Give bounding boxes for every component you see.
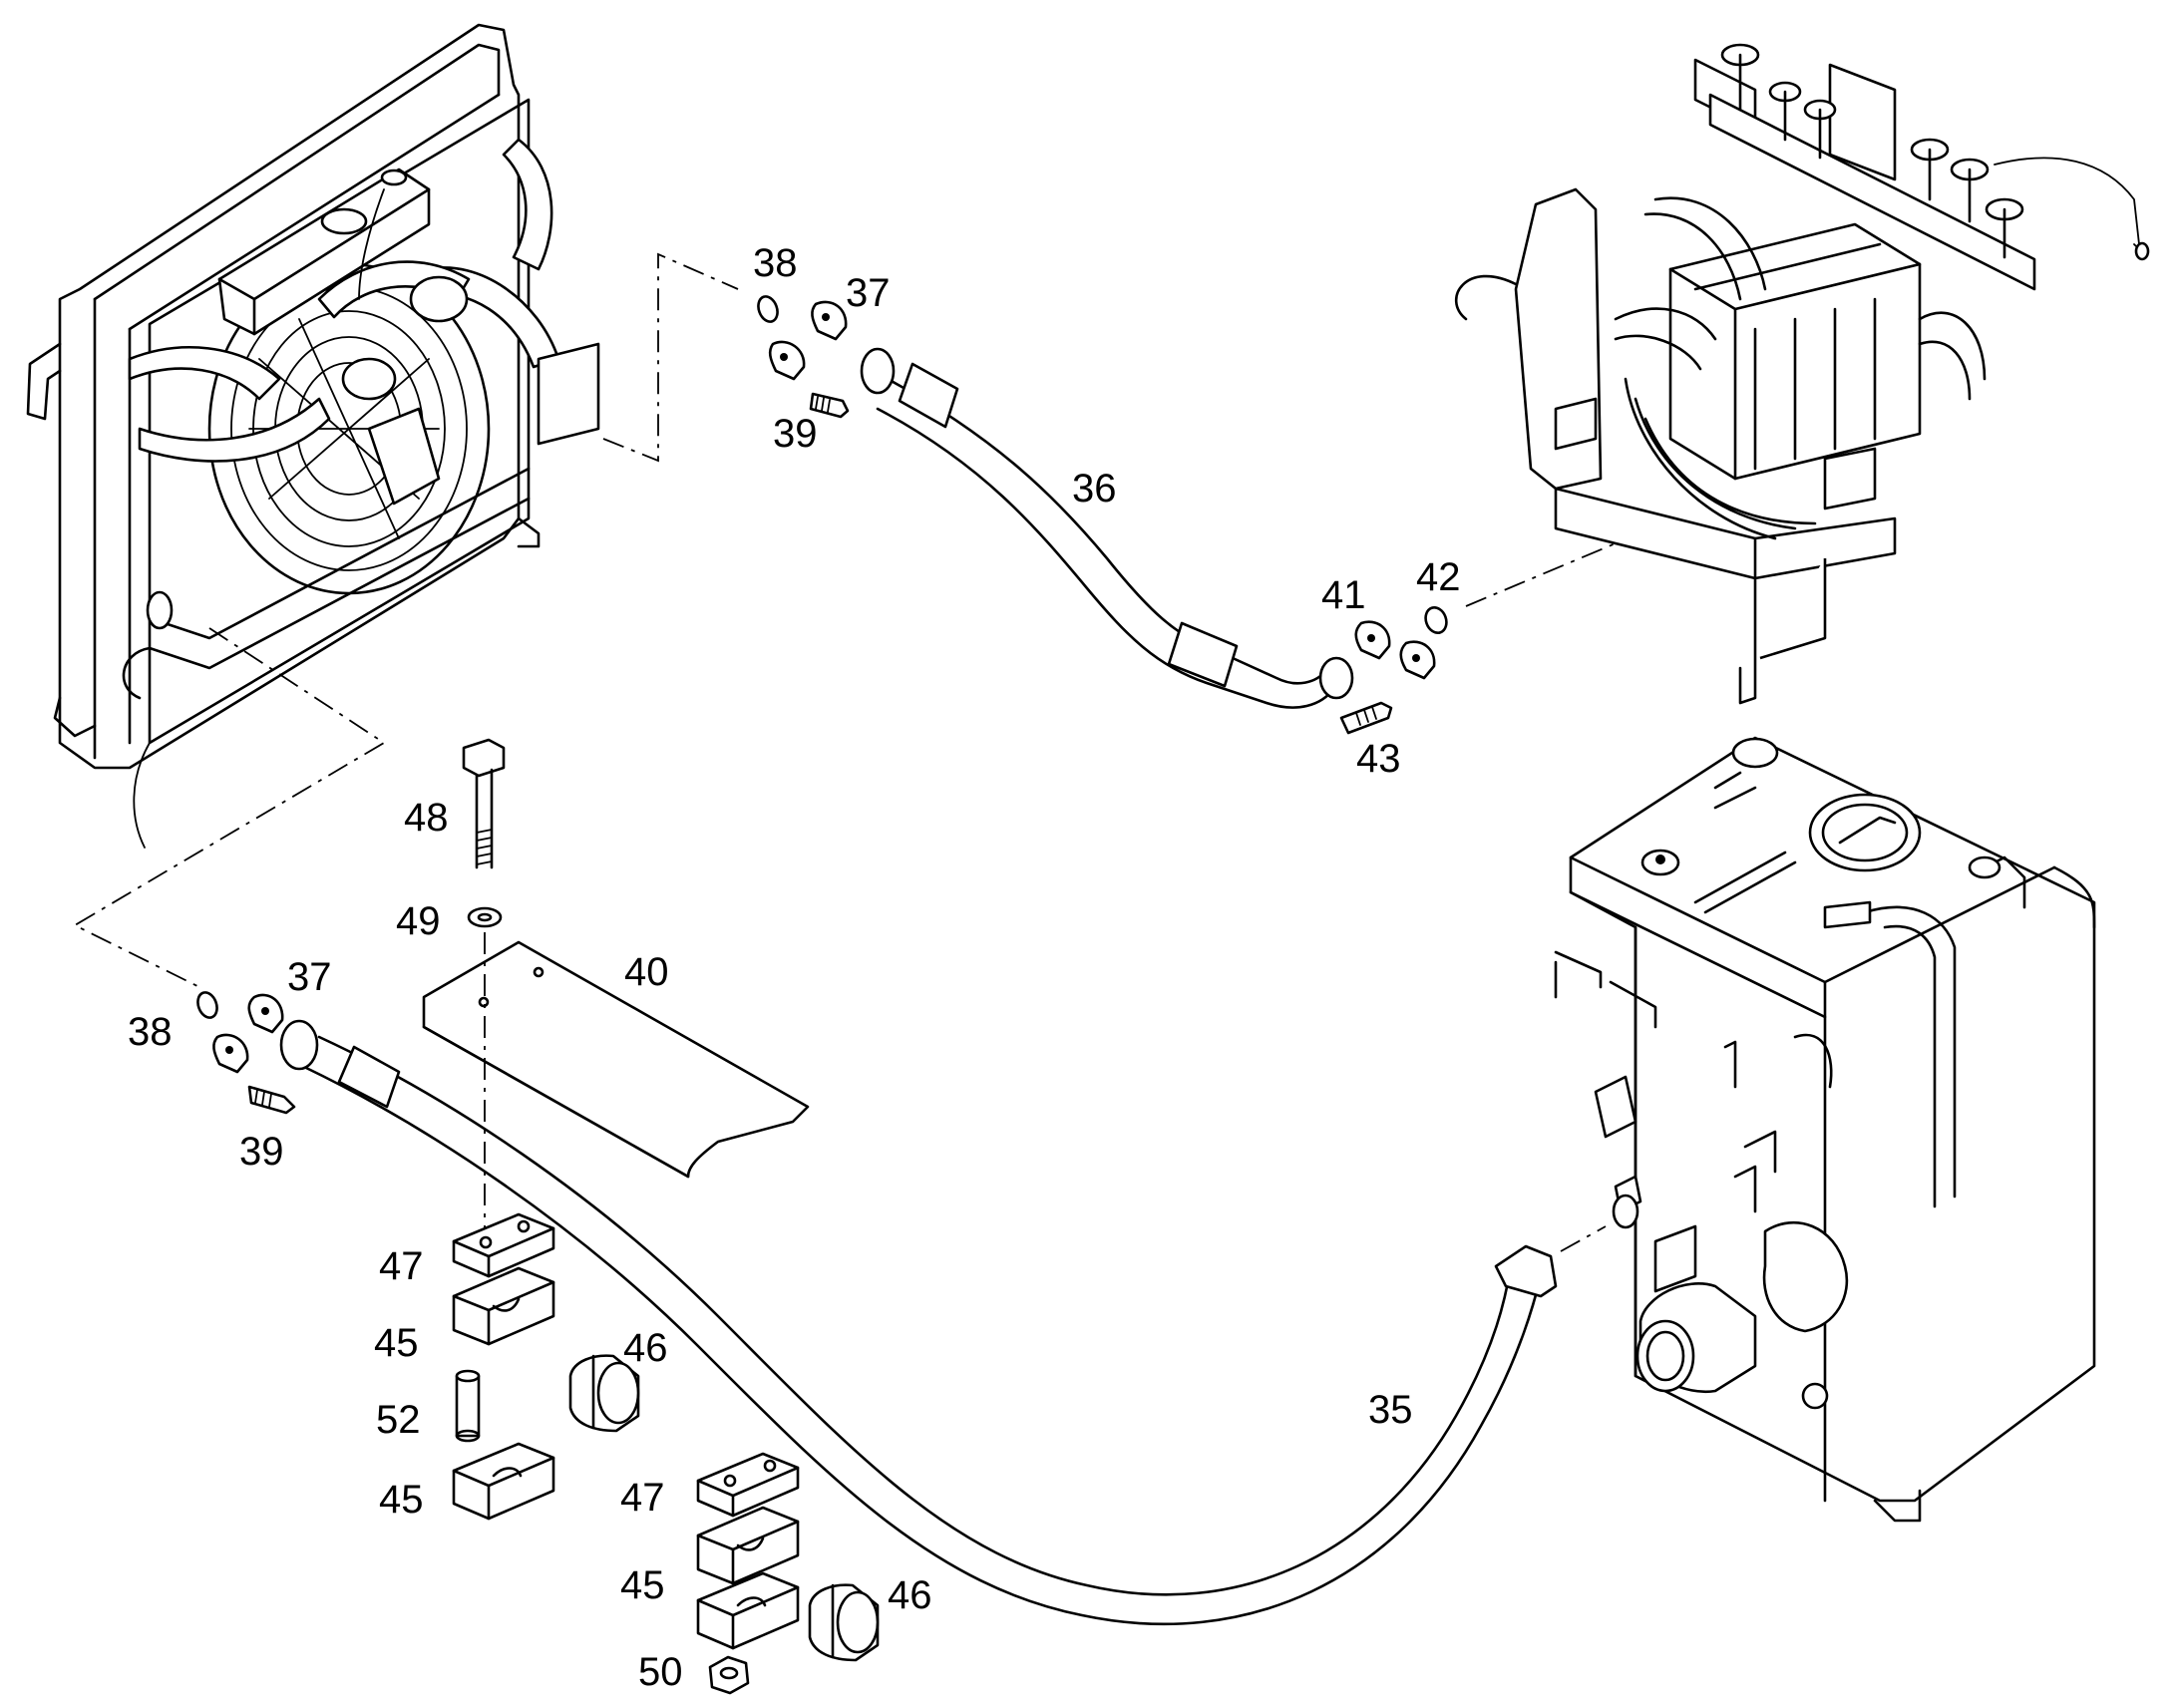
label-46a: 46	[623, 1326, 668, 1370]
label-47a: 47	[379, 1244, 424, 1288]
label-45c: 45	[620, 1563, 665, 1607]
bushing-46-left	[568, 1354, 640, 1433]
label-39b: 39	[239, 1130, 284, 1174]
clamp-half-45-lower-left	[452, 1442, 555, 1521]
bottom-hose-fitting-set	[196, 991, 296, 1115]
label-50: 50	[638, 1650, 683, 1694]
nut-50	[708, 1655, 750, 1695]
assembly-line-cooler-bottom	[73, 627, 386, 988]
label-36: 36	[1072, 467, 1117, 511]
label-40: 40	[624, 950, 669, 994]
label-52: 52	[376, 1398, 421, 1442]
bolt-48	[462, 738, 506, 869]
assembly-line-tank	[1560, 1225, 1607, 1252]
flange-half-37-top-upper	[811, 300, 848, 341]
label-37a: 37	[846, 271, 891, 315]
cover-plate-40	[422, 940, 810, 1179]
label-48: 48	[404, 796, 449, 840]
o-ring-38-bottom	[196, 991, 218, 1019]
clamp-half-45-lower-right	[696, 1571, 800, 1650]
o-ring-38-top	[757, 295, 779, 323]
label-38b: 38	[128, 1010, 173, 1054]
label-35: 35	[1368, 1388, 1413, 1432]
washer-49	[467, 906, 503, 928]
label-39a: 39	[773, 412, 818, 456]
label-38a: 38	[753, 241, 798, 285]
o-ring-42	[1424, 606, 1448, 634]
assembly-line-valve	[1465, 542, 1617, 607]
clamp-half-45-upper-left	[452, 1266, 555, 1346]
label-41: 41	[1321, 573, 1366, 617]
label-43: 43	[1356, 737, 1401, 781]
control-valve-block	[1454, 43, 2150, 705]
label-49: 49	[396, 899, 441, 943]
valve-hose-fitting-set	[1339, 606, 1448, 735]
label-45b: 45	[379, 1478, 424, 1522]
hose-36	[860, 347, 1354, 709]
label-42: 42	[1416, 555, 1461, 599]
clamp-half-45-upper-right	[696, 1506, 800, 1585]
assembly-line-cooler-top	[602, 252, 739, 463]
hose-35	[279, 1019, 1558, 1626]
label-47b: 47	[620, 1476, 665, 1520]
bolt-39-bottom	[247, 1085, 296, 1115]
top-hose-fitting-set	[757, 295, 850, 419]
hydraulic-tank	[1554, 736, 2096, 1523]
label-45a: 45	[374, 1321, 419, 1365]
label-46b: 46	[888, 1573, 932, 1617]
oil-cooler-radiator	[26, 23, 600, 849]
sleeve-52	[455, 1369, 481, 1443]
flange-half-37-top-lower	[768, 340, 806, 381]
bushing-46-right	[808, 1583, 880, 1662]
clamp-plate-47-left	[452, 1212, 555, 1278]
label-37b: 37	[287, 955, 332, 999]
clamp-plate-47-right	[696, 1452, 800, 1518]
